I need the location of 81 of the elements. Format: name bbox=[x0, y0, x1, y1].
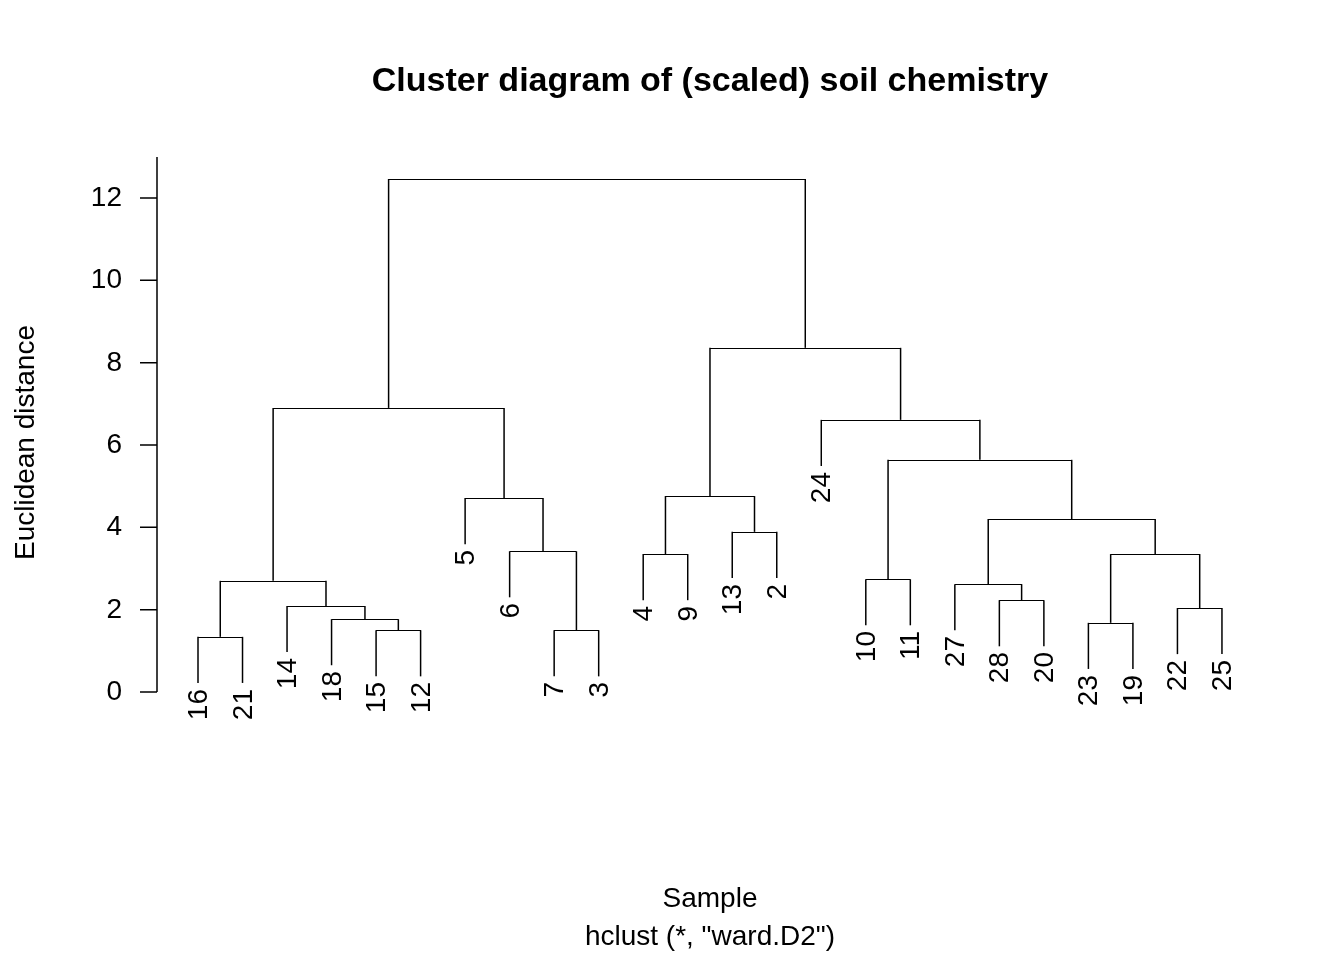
sample-label: 16 bbox=[183, 688, 213, 721]
dendrogram-branch bbox=[397, 618, 400, 631]
sample-label: 3 bbox=[583, 682, 614, 698]
sample-label: 9 bbox=[672, 606, 703, 622]
dendrogram-branch bbox=[387, 178, 390, 409]
dendrogram-branch bbox=[954, 583, 956, 631]
dendrogram-branch bbox=[286, 605, 288, 653]
subtitle: hclust (*, "ward.D2") bbox=[583, 920, 837, 952]
sample-label: 13 bbox=[717, 583, 748, 616]
dendrogram-branch bbox=[542, 497, 544, 552]
dendrogram-branch bbox=[664, 495, 667, 555]
sample-label: 11 bbox=[895, 631, 926, 661]
dendrogram-branch bbox=[597, 629, 600, 678]
dendrogram-branch bbox=[820, 419, 823, 467]
sample-label: 14 bbox=[272, 658, 303, 690]
dendrogram-branch bbox=[1087, 622, 1090, 670]
dendrogram-branch bbox=[709, 347, 711, 497]
dendrogram-branch bbox=[241, 636, 244, 684]
dendrogram-branch bbox=[219, 580, 221, 638]
dendrogram-branch bbox=[330, 618, 333, 666]
dendrogram-branch bbox=[364, 605, 366, 620]
dendrogram-branch bbox=[776, 531, 778, 579]
axis-title: Euclidean distance bbox=[10, 325, 40, 561]
dendrogram-branch bbox=[686, 553, 689, 601]
sample-label: 21 bbox=[227, 688, 258, 721]
dendrogram-branch bbox=[1043, 599, 1045, 648]
tick-label: 8 bbox=[105, 345, 122, 378]
dendrogram-branch bbox=[987, 518, 989, 585]
sample-label: 23 bbox=[1073, 674, 1104, 707]
dendrogram-branch bbox=[804, 178, 807, 349]
dendrogram-branch bbox=[272, 407, 274, 582]
sample-label: 22 bbox=[1162, 660, 1193, 692]
tick-label: 10 bbox=[89, 263, 122, 296]
tick-label: 2 bbox=[105, 592, 122, 625]
dendrogram-branch bbox=[1020, 583, 1023, 601]
dendrogram-branch bbox=[979, 419, 981, 461]
tick-label: 6 bbox=[105, 427, 122, 460]
dendrogram-branch bbox=[197, 636, 199, 684]
dendrogram-branch bbox=[464, 497, 466, 545]
dendrogram-branch bbox=[419, 629, 422, 678]
dendrogram-branch bbox=[753, 495, 756, 533]
dendrogram-branch bbox=[575, 550, 578, 631]
dendrogram-branch bbox=[325, 580, 327, 607]
dendrogram-branch bbox=[731, 531, 733, 579]
sample-label: 24 bbox=[806, 471, 837, 504]
dendrogram-branch bbox=[1109, 553, 1112, 624]
sample-label: 27 bbox=[939, 636, 970, 668]
dendrogram-branch bbox=[887, 459, 889, 580]
chart-title: Cluster diagram of (scaled) soil chemistry bbox=[370, 60, 1050, 99]
dendrogram-branch bbox=[553, 629, 555, 678]
dendrogram-branch bbox=[1176, 607, 1179, 655]
sample-label: 20 bbox=[1028, 652, 1059, 684]
dendrogram-branch bbox=[375, 629, 377, 678]
sample-label: 2 bbox=[761, 583, 792, 600]
dendrogram-branch bbox=[1132, 622, 1134, 670]
tick-label: 4 bbox=[105, 510, 122, 543]
sample-label: 12 bbox=[405, 682, 436, 714]
sample-label: 5 bbox=[450, 550, 481, 566]
sample-label: 6 bbox=[494, 603, 525, 619]
dendrogram-branch bbox=[865, 578, 867, 627]
dendrogram-branch bbox=[998, 599, 1001, 648]
tick-label: 12 bbox=[89, 180, 122, 213]
dendrogram-branch bbox=[899, 347, 902, 421]
dendrogram-branch bbox=[1070, 459, 1073, 520]
tick-label: 0 bbox=[105, 675, 122, 707]
sample-label: 28 bbox=[984, 652, 1015, 684]
dendrogram-branch bbox=[1198, 553, 1201, 609]
sample-label: 15 bbox=[361, 682, 392, 714]
sample-label: 4 bbox=[628, 606, 659, 622]
dendrogram-branch bbox=[909, 578, 912, 627]
dendrogram-branch bbox=[503, 407, 505, 499]
sample-label: 7 bbox=[539, 682, 570, 698]
dendrogram-branch bbox=[642, 553, 644, 601]
sample-label: 19 bbox=[1117, 674, 1148, 707]
sample-label: 18 bbox=[316, 671, 347, 703]
sample-label: 25 bbox=[1206, 660, 1237, 692]
dendrogram-branch bbox=[1221, 607, 1223, 655]
sample-label: 10 bbox=[850, 631, 881, 663]
axis-title: Sample bbox=[661, 882, 759, 914]
dendrogram-branch bbox=[1154, 518, 1156, 555]
dendrogram-branch bbox=[508, 550, 511, 599]
